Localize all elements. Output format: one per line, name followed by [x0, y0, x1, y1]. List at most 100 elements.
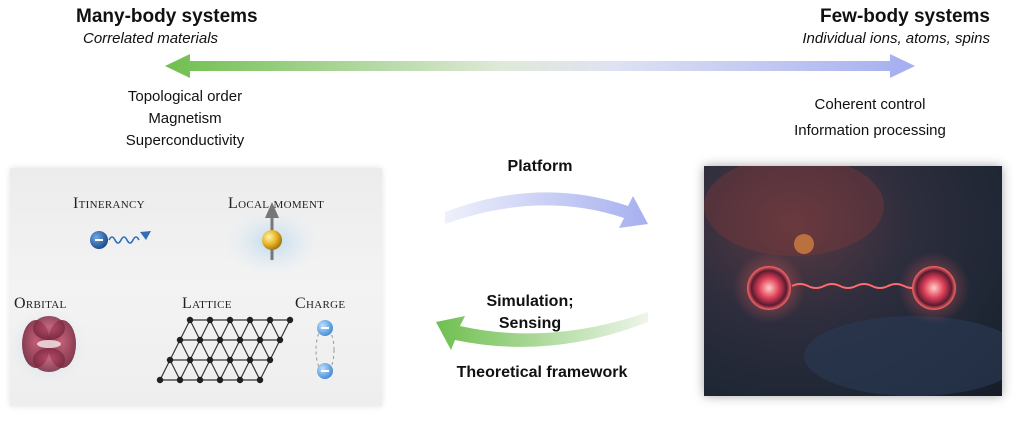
simulation-label: Simulation; [486, 293, 574, 310]
lattice-bond [179, 359, 191, 381]
lattice-bond [169, 359, 181, 381]
few-body-subtitle: Individual ions, atoms, spins [802, 30, 990, 47]
simulation-arrow [436, 312, 648, 350]
lattice-bond [229, 339, 241, 361]
lattice-bond [269, 339, 281, 361]
lattice-bond [249, 359, 261, 381]
nebula-glow-3 [804, 316, 1002, 396]
lattice-bond [189, 339, 201, 361]
charge-label: Charge [295, 295, 346, 312]
lattice-bond [189, 359, 201, 381]
lattice-bond [279, 319, 291, 341]
lattice-site [186, 356, 194, 364]
platform-label: Platform [507, 158, 573, 175]
lattice-bond [179, 339, 191, 361]
lattice-bond [259, 359, 271, 381]
ion-left [747, 266, 791, 310]
few-body-title: Few-body systems [820, 6, 990, 27]
lattice-site [216, 336, 224, 344]
lattice-bond [219, 339, 231, 361]
lattice-site [256, 376, 264, 384]
lattice-site [246, 356, 254, 364]
few-body-capabilities-list: Coherent control Information processing [770, 92, 970, 144]
charge-electron-bottom-minus [321, 370, 329, 372]
lattice-bond [199, 359, 211, 381]
lattice-bond [209, 359, 221, 381]
local-moment-ball [262, 230, 282, 250]
local-moment-label: Local moment [228, 195, 325, 212]
local-moment-arrowhead [265, 202, 279, 218]
lattice-label: Lattice [182, 295, 232, 312]
itinerancy-label: Itinerancy [73, 195, 145, 212]
lattice-site [186, 316, 194, 324]
sensing-label: Sensing [498, 315, 562, 332]
lattice-bond [249, 339, 261, 361]
lattice-site [196, 336, 204, 344]
lattice-site [256, 336, 264, 344]
lattice-site [196, 376, 204, 384]
lattice-site [206, 316, 214, 324]
simulation-sensing-label: Simulation; Sensing [470, 291, 590, 335]
lattice-bond [259, 339, 271, 361]
lattice-site [276, 336, 284, 344]
many-body-title: Many-body systems [76, 6, 258, 27]
lattice-bond [249, 319, 261, 341]
lattice-bond [219, 359, 231, 381]
lattice-site [266, 316, 274, 324]
lattice-site [166, 356, 174, 364]
orbital-lobe-bottom [33, 348, 65, 372]
theoretical-framework-label: Theoretical framework [456, 364, 628, 381]
lattice-bond [189, 319, 201, 341]
lattice-bond [219, 319, 231, 341]
itinerancy-electron-minus [95, 239, 103, 241]
entangled-ions-image [704, 166, 1002, 396]
lattice-site [206, 356, 214, 364]
lattice-site [176, 376, 184, 384]
scale-arrow-shape [165, 54, 915, 78]
entangled-ions-graphics [704, 166, 1002, 396]
lattice-bond [179, 319, 191, 341]
capability-coherent-control: Coherent control [814, 96, 926, 113]
lattice-site [176, 336, 184, 344]
lattice-site [216, 376, 224, 384]
lattice-bond [229, 359, 241, 381]
correlated-materials-panel: Itinerancy Local moment Orbital Lattice … [8, 168, 382, 406]
lattice-bond [199, 319, 211, 341]
lattice-bond [239, 359, 251, 381]
charge-electron-top-minus [321, 327, 329, 329]
many-body-subtitle: Correlated materials [83, 30, 219, 47]
lattice-bond [259, 319, 271, 341]
nebula-glow-2 [794, 234, 814, 254]
lattice-bond [159, 359, 171, 381]
nebula-glow-1 [704, 166, 884, 256]
phenomenon-superconductivity: Superconductivity [125, 132, 245, 149]
orbital-ring [37, 340, 61, 348]
lattice-site [246, 316, 254, 324]
lattice-bond [239, 319, 251, 341]
orbital-lobe-top [33, 316, 65, 340]
lattice-bond [269, 319, 281, 341]
lattice-bond [209, 319, 221, 341]
lattice-site [236, 336, 244, 344]
itinerancy-arrowhead [140, 231, 151, 240]
lattice-graphic [156, 316, 294, 384]
ion-right [912, 266, 956, 310]
lattice-bond [239, 339, 251, 361]
correlated-materials-graphics [8, 202, 335, 384]
orbital-label: Orbital [14, 295, 67, 312]
phenomenon-magnetism: Magnetism [148, 110, 222, 127]
lattice-site [236, 376, 244, 384]
lattice-site [226, 316, 234, 324]
lattice-bond [169, 339, 181, 361]
many-body-phenomena-list: Topological order Magnetism Superconduct… [100, 86, 270, 152]
platform-arrow [445, 192, 648, 228]
lattice-site [266, 356, 274, 364]
lattice-bond [209, 339, 221, 361]
itinerancy-wave [108, 236, 140, 244]
lattice-site [286, 316, 294, 324]
lattice-bond [199, 339, 211, 361]
capability-information-processing: Information processing [794, 122, 946, 139]
lattice-site [226, 356, 234, 364]
